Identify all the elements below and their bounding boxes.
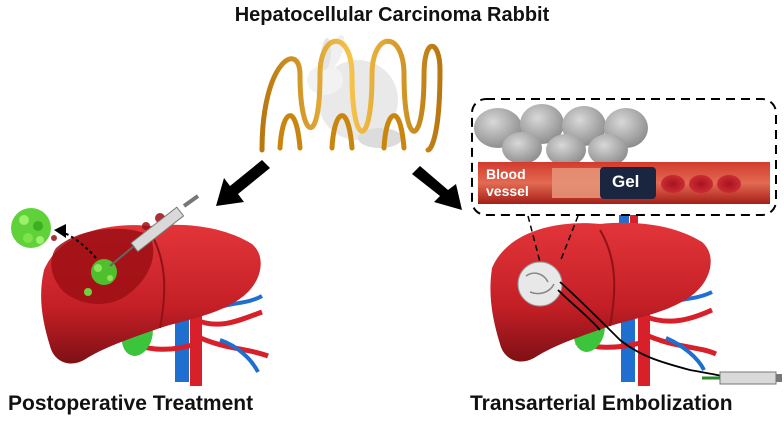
blood-vessel-label-line2: vessel xyxy=(486,183,529,199)
rabbit-in-coil-illustration xyxy=(259,34,443,153)
blood-vessel-label-line1: Blood xyxy=(486,166,526,182)
arrow-to-right-panel xyxy=(412,166,462,210)
diagram-title: Hepatocellular Carcinoma Rabbit xyxy=(234,4,550,26)
arrow-to-left-panel xyxy=(216,160,270,206)
excised-tumor xyxy=(11,208,51,248)
removal-path xyxy=(61,231,97,259)
left-liver-illustration xyxy=(11,194,269,386)
right-panel-caption: Transarterial Embolization xyxy=(470,392,733,415)
liver xyxy=(490,222,711,362)
liver-lobe-line xyxy=(599,229,616,327)
coil-back xyxy=(277,113,407,151)
gel-plug xyxy=(600,167,656,199)
embolization-inset xyxy=(471,98,777,216)
red-blood-cell xyxy=(689,175,713,193)
right-liver-illustration xyxy=(490,208,782,386)
liver-lobe-line xyxy=(149,231,166,329)
red-blood-cell xyxy=(717,175,741,193)
syringe xyxy=(702,371,782,385)
rabbit-leg xyxy=(358,128,402,148)
left-panel-caption: Postoperative Treatment xyxy=(8,392,254,415)
removal-arrowhead xyxy=(54,224,66,238)
embolized-tumor xyxy=(517,261,563,307)
catheter xyxy=(557,281,733,379)
gel-label: Gel xyxy=(612,172,640,191)
zoom-lines xyxy=(527,215,579,263)
rabbit-head xyxy=(307,65,343,95)
red-blood-cell xyxy=(661,175,685,193)
tumor-cells xyxy=(474,104,648,166)
syringe xyxy=(109,194,200,267)
coil-spring xyxy=(259,38,443,153)
